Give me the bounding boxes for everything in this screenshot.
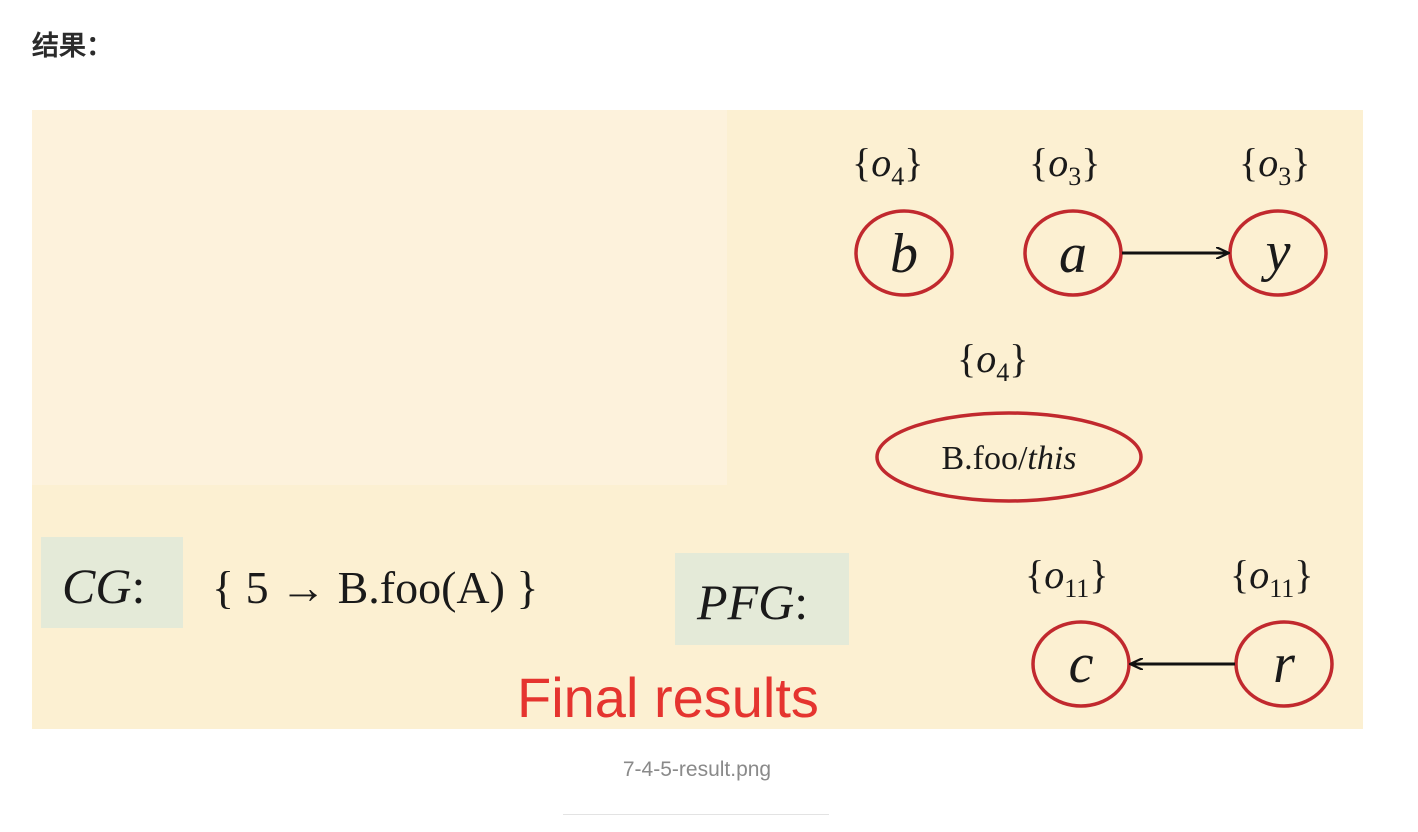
image-caption: 7-4-5-result.png (622, 758, 772, 781)
node-ring (1023, 209, 1123, 297)
points-to-set-a: {o3} (1029, 140, 1100, 191)
pfg-node-a: {o3} a (1023, 140, 1123, 297)
points-to-set-this: {o4} (957, 336, 1028, 387)
node-label: r (1273, 633, 1295, 695)
pfg-label-box (675, 553, 849, 645)
section-heading: 结果： (32, 31, 113, 62)
pfg-node-b: {o4} b (852, 140, 954, 297)
node-ring (854, 209, 954, 297)
pfg-node-c: {o11} c (1025, 552, 1131, 708)
pfg-node-y: {o3} y (1228, 140, 1328, 297)
pfg-node-this: {o4} B.foo/this (875, 336, 1143, 503)
node-label: b (890, 223, 918, 285)
points-to-set-b: {o4} (852, 140, 923, 191)
node-ring (1234, 620, 1334, 708)
points-to-set-c: {o11} (1025, 552, 1108, 603)
cg-label: CG: (62, 558, 145, 614)
caption-divider (563, 814, 829, 815)
final-results-title: Final results (517, 666, 819, 729)
node-label: B.foo/this (941, 440, 1076, 477)
points-to-set-y: {o3} (1239, 140, 1310, 191)
node-label: c (1069, 633, 1094, 695)
cg-label-box (41, 537, 183, 628)
node-label: y (1261, 221, 1291, 283)
cg-edge-set: { 5 → B.foo(A) } (212, 562, 539, 613)
pfg-node-r: {o11} r (1230, 552, 1334, 708)
node-ring (875, 411, 1143, 503)
result-figure: CG: { 5 → B.foo(A) } PFG: Final results … (32, 110, 1363, 729)
figure-light-region (32, 110, 727, 485)
slide-diagram: CG: { 5 → B.foo(A) } PFG: Final results … (41, 140, 1334, 729)
node-ring (1228, 209, 1328, 297)
pfg-label: PFG: (696, 574, 808, 630)
points-to-set-r: {o11} (1230, 552, 1313, 603)
node-label: a (1059, 223, 1087, 285)
